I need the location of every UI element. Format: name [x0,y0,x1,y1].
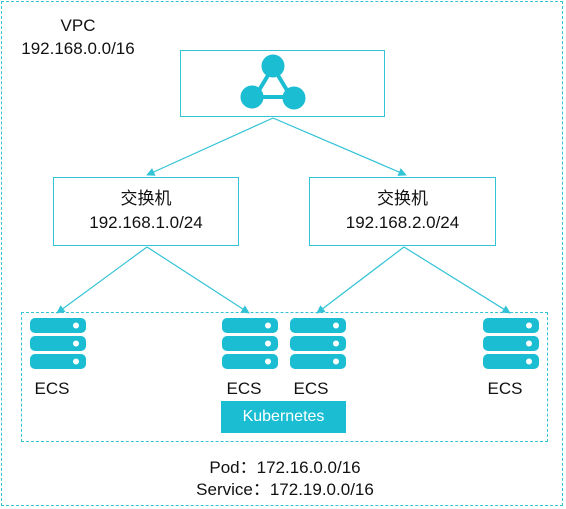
router-icon [240,54,306,110]
vpc-title: VPC 192.168.0.0/16 [18,14,138,60]
vswitch-2-label: 交换机 [377,189,428,208]
ecs-label: ECS [293,379,329,398]
service-cidr: Service：172.19.0.0/16 [196,480,374,499]
switch2-to-ecs3-arrow [316,246,405,314]
server-icon [483,318,539,369]
ecs-label: ECS [226,379,262,398]
vswitch-1: 交换机 192.168.1.0/24 [53,177,239,246]
switch2-to-ecs4-arrow [403,246,511,314]
vswitch-1-label: 交换机 [120,189,172,208]
kubernetes-badge: Kubernetes [221,401,346,433]
router-to-switch1-arrow [146,117,274,176]
cluster-frame [21,312,548,442]
switch1-to-ecs1-arrow [56,246,148,314]
server-icon [290,318,346,369]
server-icon [222,318,278,369]
pod-cidr: Pod：172.16.0.0/16 [209,458,361,477]
vswitch-2-cidr: 192.168.2.0/24 [345,213,460,232]
vswitch-2: 交换机 192.168.2.0/24 [309,177,496,246]
ecs-label: ECS [487,379,523,398]
server-icon [30,318,86,369]
vpc-cidr: 192.168.0.0/16 [21,39,135,58]
switch1-to-ecs2-arrow [146,246,250,314]
ecs-label: ECS [34,379,70,398]
vswitch-1-cidr: 192.168.1.0/24 [89,213,203,232]
router-to-switch2-arrow [272,117,407,176]
vpc-label: VPC [60,16,96,35]
